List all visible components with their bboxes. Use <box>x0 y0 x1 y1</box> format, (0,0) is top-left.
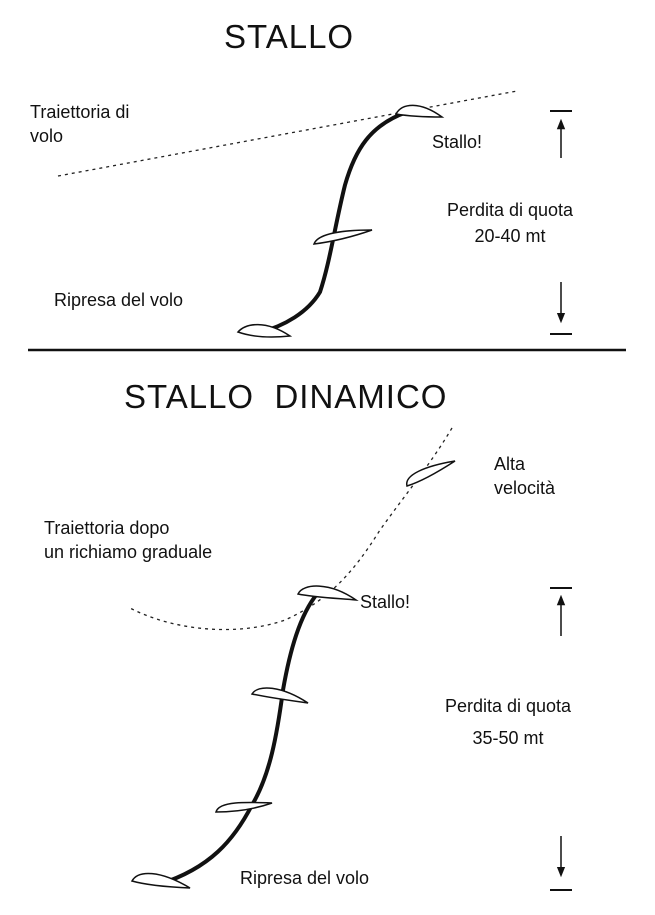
top-stall-label: Stallo! <box>432 132 483 152</box>
bottom-altitude-bracket <box>550 587 572 891</box>
top-recovery-label: Ripresa del volo <box>54 290 184 310</box>
bottom-recovery-label: Ripresa del volo <box>240 868 370 888</box>
bottom-altitude-loss-label-line2: 35-50 mt <box>472 728 544 748</box>
bottom-glider-high-speed <box>406 460 456 487</box>
bottom-glider-mid-lower <box>215 801 273 813</box>
bottom-trajectory-label-line1: Traiettoria dopo <box>44 518 170 538</box>
bottom-title: STALLO DINAMICO <box>124 378 448 415</box>
top-trajectory-label-line1: Traiettoria di <box>30 102 130 122</box>
top-glider-recovery <box>236 323 293 338</box>
bottom-glider-mid-upper <box>250 687 309 704</box>
bottom-trajectory-label-line2: un richiamo graduale <box>44 542 213 562</box>
bottom-glider-recovery <box>130 872 191 889</box>
top-altitude-loss-label-line2: 20-40 mt <box>474 226 546 246</box>
top-glider-stall <box>394 104 445 118</box>
top-descent-path <box>256 110 409 335</box>
top-altitude-loss-label-line1: Perdita di quota <box>446 200 574 220</box>
bottom-altitude-loss-label-line1: Perdita di quota <box>444 696 572 716</box>
bottom-high-speed-label-line2: velocità <box>494 478 556 498</box>
top-glider-mid <box>312 229 373 245</box>
bottom-high-speed-label-line1: Alta <box>494 454 526 474</box>
bottom-stall-label: Stallo! <box>360 592 411 612</box>
top-trajectory-label-line2: volo <box>30 126 64 146</box>
top-altitude-bracket <box>550 110 572 335</box>
bottom-descent-path <box>158 592 319 886</box>
top-trajectory-dotted-line <box>57 90 518 177</box>
top-title: STALLO <box>224 18 355 55</box>
bottom-glider-stall <box>296 585 359 601</box>
